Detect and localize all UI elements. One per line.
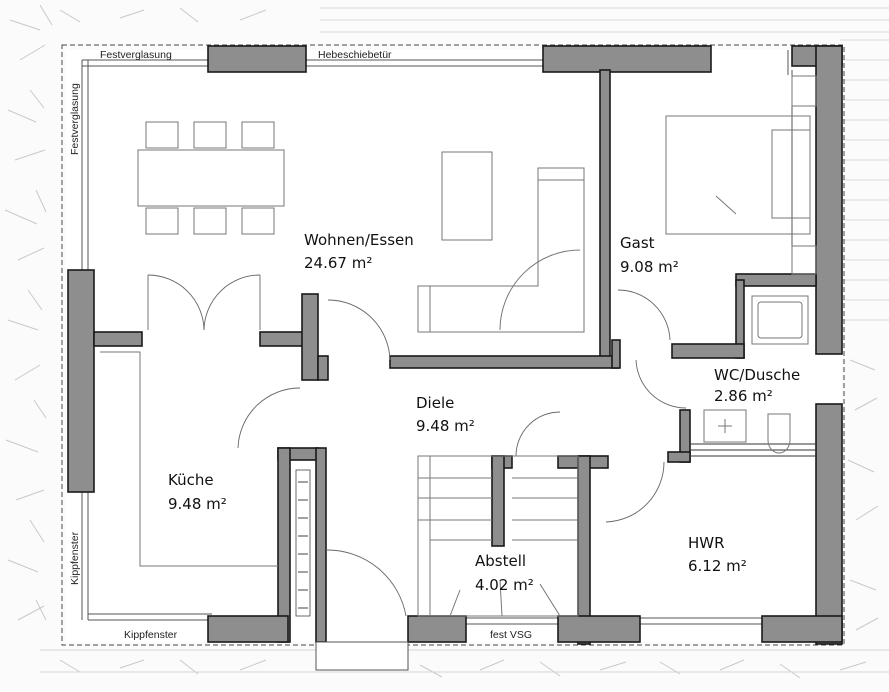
- room-area: 6.12 m²: [688, 557, 747, 575]
- room-area: 24.67 m²: [304, 254, 372, 272]
- label-fest-vsg: fest VSG: [490, 629, 532, 641]
- room-area: 4.02 m²: [475, 576, 534, 594]
- building-outline-dashed: [61, 44, 845, 646]
- label-festverglasung-top: Festverglasung: [100, 49, 172, 61]
- room-area: 9.48 m²: [416, 417, 475, 435]
- room-wc: WC/Dusche 2.86 m²: [714, 366, 800, 405]
- wc-partition: [690, 443, 816, 457]
- walls: [67, 45, 843, 645]
- room-abstell: Abstell 4.02 m²: [475, 552, 534, 594]
- label-hebeschiebetuer: Hebeschiebetür: [318, 49, 392, 61]
- room-area: 9.48 m²: [168, 495, 227, 513]
- room-name: Gast: [620, 234, 655, 252]
- dining-table: [137, 121, 285, 235]
- shower-and-toilet: [703, 295, 809, 454]
- room-name: Küche: [168, 471, 214, 489]
- room-name: Diele: [416, 394, 454, 412]
- room-name: WC/Dusche: [714, 366, 800, 384]
- bed: [665, 75, 817, 275]
- room-name: Abstell: [475, 552, 526, 570]
- room-gast: Gast 9.08 m²: [620, 234, 679, 276]
- glass-panel: [295, 469, 311, 617]
- label-kippfenster-bottom: Kippfenster: [124, 629, 178, 641]
- door-swings: [147, 274, 687, 617]
- room-wohnen: Wohnen/Essen 24.67 m²: [304, 231, 414, 272]
- entrance-step: [315, 641, 409, 671]
- room-kueche: Küche 9.48 m²: [168, 471, 227, 513]
- room-diele: Diele 9.48 m²: [416, 394, 475, 435]
- room-name: HWR: [688, 534, 725, 552]
- room-area: 2.86 m²: [714, 387, 773, 405]
- label-kippfenster-left: Kippfenster: [69, 531, 81, 585]
- room-hwr: HWR 6.12 m²: [688, 534, 747, 575]
- label-festverglasung-left: Festverglasung: [69, 83, 81, 155]
- staircase: [417, 455, 579, 617]
- sofa: [417, 151, 585, 333]
- room-name: Wohnen/Essen: [304, 231, 414, 249]
- glazing-lines: [81, 50, 793, 625]
- room-area: 9.08 m²: [620, 258, 679, 276]
- kitchen-counter: [100, 351, 278, 567]
